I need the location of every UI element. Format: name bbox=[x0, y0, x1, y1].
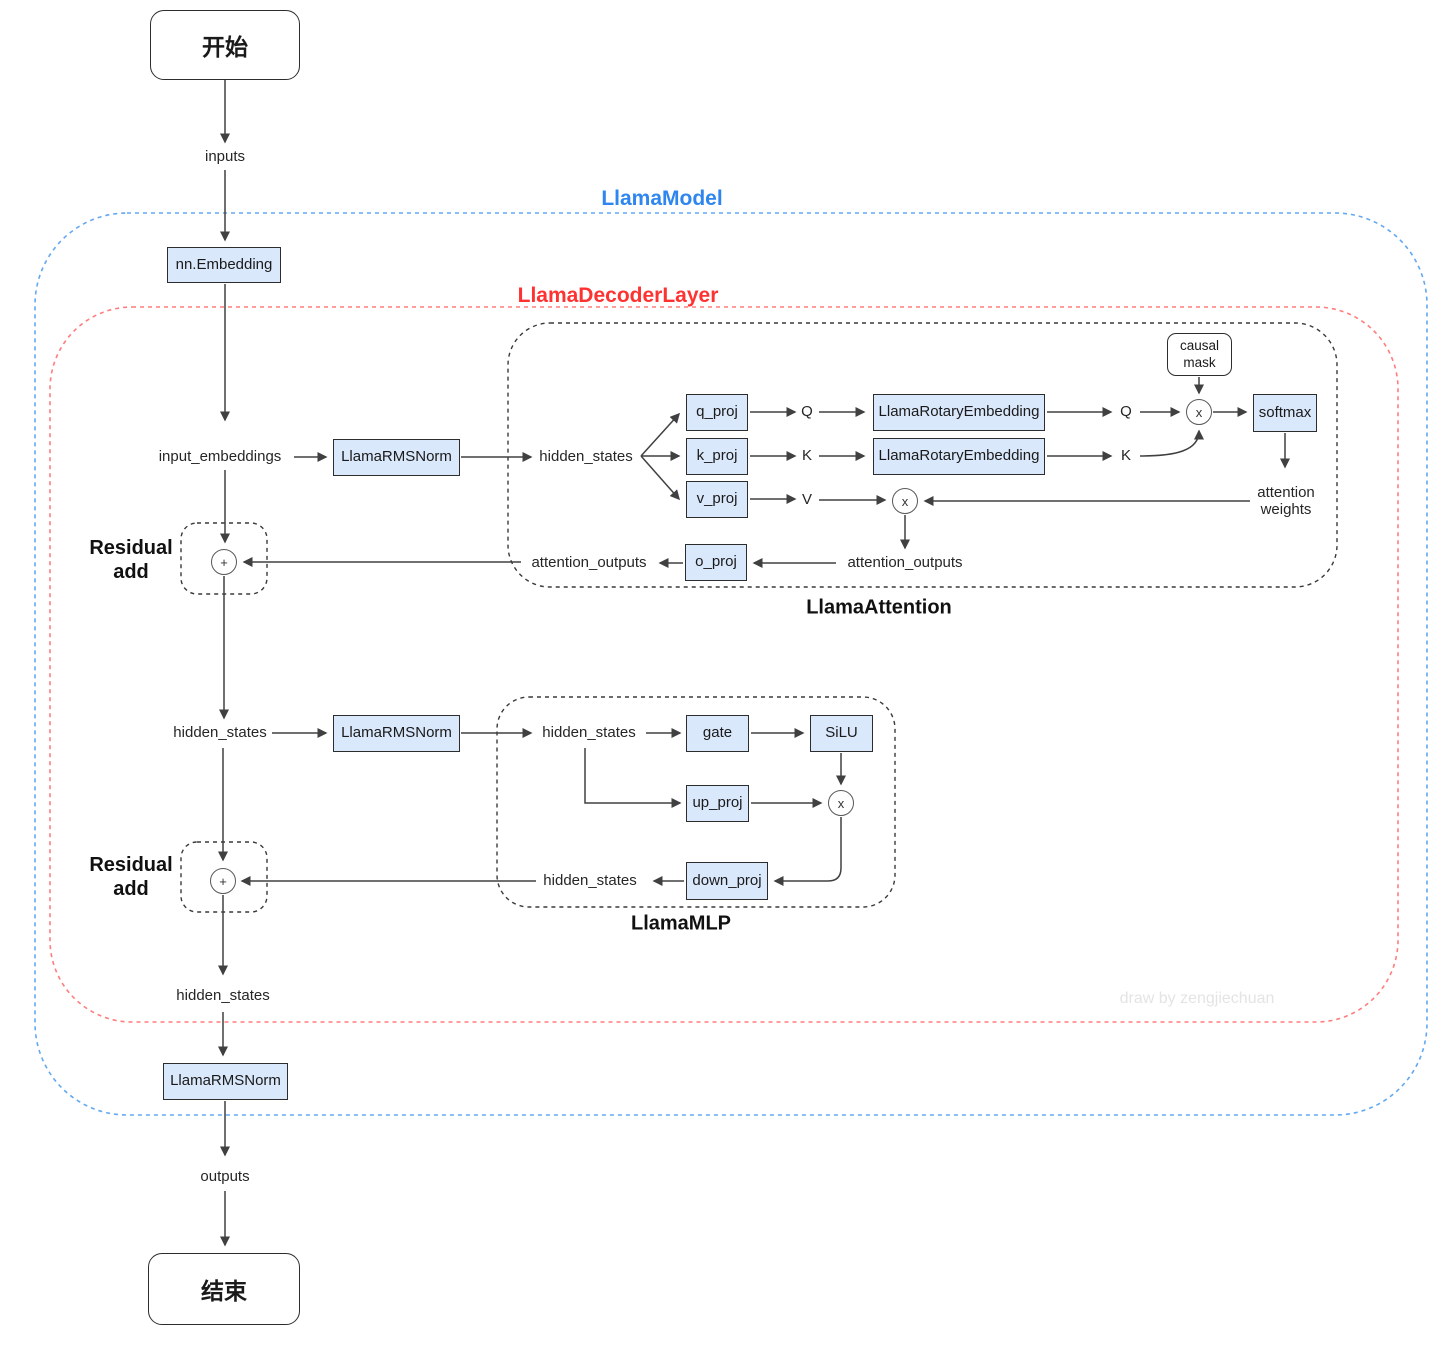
residual-label1-line2: add bbox=[113, 561, 149, 583]
k-proj-node: k_proj bbox=[686, 438, 748, 475]
edge-hiddenmlp-upproj bbox=[584, 748, 682, 808]
edge-fan-vproj bbox=[640, 455, 680, 501]
rmsnorm-node-1: LlamaRMSNorm bbox=[333, 439, 460, 476]
watermark: draw by zengjiechuan bbox=[1119, 990, 1275, 1007]
causal-mask-line2: mask bbox=[1183, 354, 1216, 370]
hidden-states-label-mid: hidden_states bbox=[171, 723, 269, 742]
residual-add-label-1: Residual add bbox=[89, 536, 172, 584]
v-proj-node: v_proj bbox=[686, 481, 748, 518]
llama-decoder-layer-container bbox=[49, 306, 1399, 1023]
edge-k2-times-curve bbox=[1139, 429, 1204, 457]
qk-multiply-op: x bbox=[1186, 399, 1212, 425]
residual-label2-line1: Residual bbox=[89, 854, 173, 876]
start-node: 开始 bbox=[150, 10, 300, 80]
down-proj-node: down_proj bbox=[686, 862, 768, 900]
inputs-label: inputs bbox=[202, 147, 248, 166]
edges bbox=[218, 80, 1290, 1247]
residual-add-box-2 bbox=[180, 841, 268, 913]
k-label-1: K bbox=[799, 446, 815, 465]
outputs-label: outputs bbox=[198, 1167, 252, 1186]
silu-node: SiLU bbox=[810, 715, 873, 752]
end-node: 结束 bbox=[148, 1253, 300, 1325]
hidden-states-label-mlp-in: hidden_states bbox=[540, 723, 638, 742]
q-label-1: Q bbox=[799, 402, 815, 421]
attention-outputs-label-inner: attention_outputs bbox=[845, 553, 965, 572]
attention-weights-line1: attention bbox=[1257, 483, 1315, 501]
residual-add-label-2: Residual add bbox=[89, 853, 172, 901]
residual-label1-line1: Residual bbox=[89, 537, 173, 559]
llama-decoder-layer-label: LlamaDecoderLayer bbox=[517, 284, 719, 307]
rotary-embedding-node-k: LlamaRotaryEmbedding bbox=[873, 438, 1045, 475]
residual-add-op-2: + bbox=[210, 868, 236, 894]
llama-mlp-label: LlamaMLP bbox=[630, 912, 732, 935]
v-label-1: V bbox=[799, 490, 815, 509]
residual-add-op-1: + bbox=[211, 549, 237, 575]
edge-fan-qproj bbox=[640, 412, 681, 457]
hidden-states-label-attn: hidden_states bbox=[537, 447, 635, 466]
gate-node: gate bbox=[686, 715, 749, 752]
rotary-embedding-node-q: LlamaRotaryEmbedding bbox=[873, 394, 1045, 431]
llama-model-label: LlamaModel bbox=[601, 187, 723, 210]
hidden-states-label-mlp-out: hidden_states bbox=[541, 871, 639, 890]
attention-weights-line2: weights bbox=[1260, 501, 1312, 518]
rmsnorm-node-3: LlamaRMSNorm bbox=[163, 1063, 288, 1100]
k-label-2: K bbox=[1118, 446, 1134, 465]
edge-timesmlp-downproj bbox=[773, 817, 842, 886]
o-proj-node: o_proj bbox=[685, 544, 747, 581]
q-label-2: Q bbox=[1118, 402, 1134, 421]
input-embeddings-label: input_embeddings bbox=[156, 447, 284, 466]
q-proj-node: q_proj bbox=[686, 394, 748, 431]
rmsnorm-node-2: LlamaRMSNorm bbox=[333, 715, 460, 752]
softmax-node: softmax bbox=[1253, 394, 1317, 432]
llama-model-container bbox=[34, 212, 1428, 1116]
llama-attention-label: LlamaAttention bbox=[806, 596, 952, 619]
causal-mask-line1: causal bbox=[1179, 337, 1220, 353]
attention-outputs-label-outer: attention_outputs bbox=[529, 553, 649, 572]
up-proj-node: up_proj bbox=[686, 785, 749, 822]
causal-mask-node: causal mask bbox=[1167, 333, 1232, 376]
attention-weights-label: attention weights bbox=[1255, 483, 1317, 519]
mlp-multiply-op: x bbox=[828, 790, 854, 816]
residual-label2-line2: add bbox=[113, 878, 149, 900]
llama-mlp-container bbox=[496, 696, 896, 908]
hidden-states-label-bottom: hidden_states bbox=[174, 986, 272, 1005]
value-multiply-op: x bbox=[892, 488, 918, 514]
nn-embedding-node: nn.Embedding bbox=[167, 247, 281, 283]
